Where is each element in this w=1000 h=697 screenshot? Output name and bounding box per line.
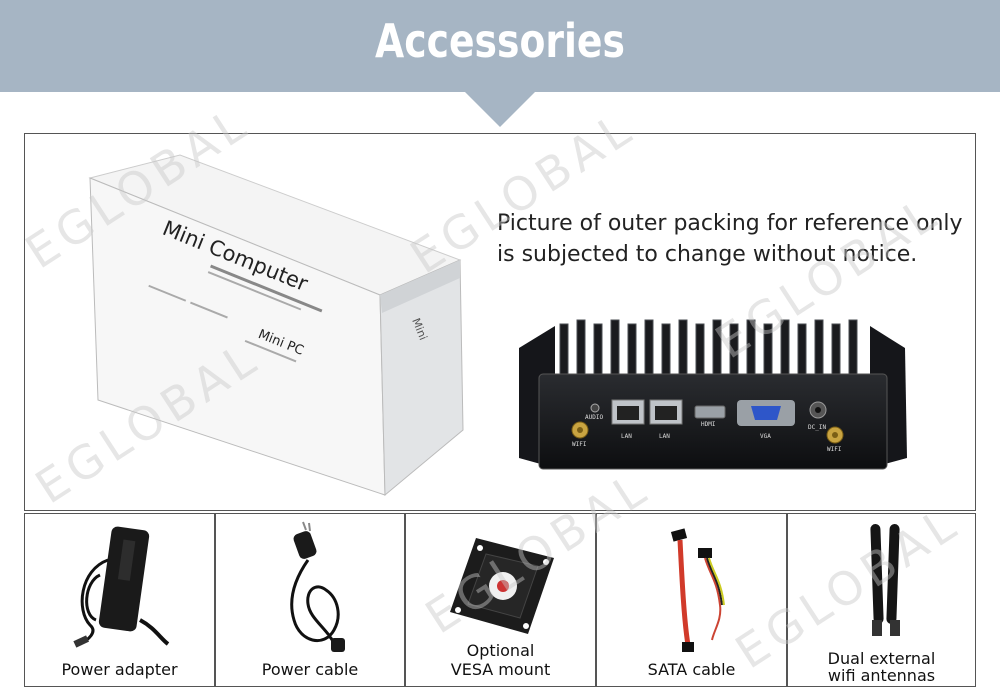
mini-pc-image: AUDIO LAN LAN HDMI VGA DC_IN WIFI WIFI <box>519 319 907 470</box>
power-adapter-label: Power adapter <box>61 660 178 679</box>
accessory-power-adapter: Power adapter <box>24 513 215 687</box>
accessory-sata-cable: SATA cable <box>596 513 787 687</box>
power-cable-label: Power cable <box>261 660 359 679</box>
packing-note: Picture of outer packing for reference o… <box>497 208 963 270</box>
port-label-lan2: LAN <box>659 433 670 440</box>
wifi-antennas-image <box>870 524 900 636</box>
port-label-hdmi: HDMI <box>701 421 716 428</box>
packing-note-line1: Picture of outer packing for reference o… <box>497 211 963 236</box>
port-label-dc: DC_IN <box>808 424 826 431</box>
header-notch <box>464 91 536 127</box>
port-label-wifi-left: WIFI <box>572 441 587 448</box>
page-title: Accessories <box>375 14 625 68</box>
packing-box-image: Mini Computer Mini PC Mini <box>88 154 464 497</box>
sata-cable-label: SATA cable <box>647 660 736 679</box>
vesa-mount-label-line1: Optional <box>466 641 535 660</box>
port-label-wifi-right: WIFI <box>827 446 842 453</box>
accessory-wifi-antennas: Dual external wifi antennas <box>787 513 976 687</box>
wifi-antennas-label-line2: wifi antennas <box>827 666 936 685</box>
port-label-audio: AUDIO <box>585 414 603 421</box>
port-label-vga: VGA <box>760 433 771 440</box>
vesa-mount-image <box>450 538 554 634</box>
power-adapter-image <box>73 526 170 648</box>
port-label-lan1: LAN <box>621 433 632 440</box>
header-banner <box>0 0 1000 92</box>
vesa-mount-label-line2: VESA mount <box>450 660 551 679</box>
accessory-power-cable: Power cable <box>215 513 405 687</box>
accessory-vesa-mount: Optional VESA mount <box>405 513 596 687</box>
sata-cable-image <box>670 528 725 652</box>
wifi-antennas-label-line1: Dual external <box>827 649 936 668</box>
packing-note-line2: is subjected to change without notice. <box>497 242 918 267</box>
power-cable-image <box>290 521 345 652</box>
